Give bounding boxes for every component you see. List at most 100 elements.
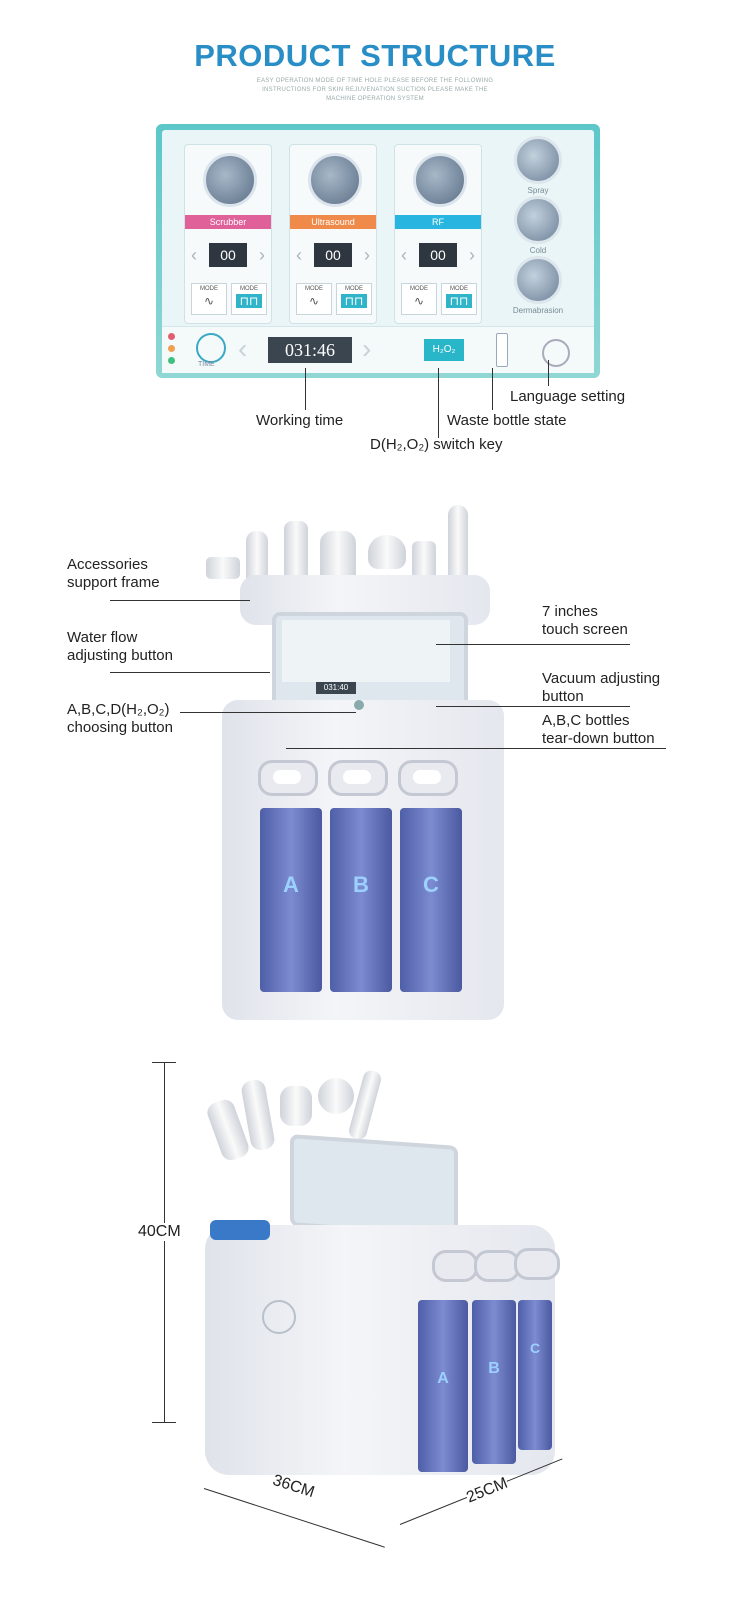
waste-bottle-callout: Waste bottle state [447,412,567,429]
brand-logo-icon [262,1300,296,1334]
spray-item[interactable]: Spray [510,136,566,195]
timer-icon [196,333,226,363]
vacuum-leader-line [436,706,630,707]
mode-button-wave[interactable]: MODE ∿ [191,283,227,315]
time-increase-arrow-icon[interactable]: › [362,333,372,364]
water-flow-callout-line1: Water flow [67,629,138,646]
status-dot-red [168,333,175,340]
decrease-arrow-icon[interactable]: ‹ [401,245,407,265]
bottle-a-label: A [283,872,299,897]
scrubber-label: Scrubber [185,215,271,229]
vacuum-callout-line2: button [542,688,584,705]
water-flow-callout-line2: adjusting button [67,647,173,664]
decrease-arrow-icon[interactable]: ‹ [296,245,302,265]
bottle-a-side-label: A [437,1370,449,1387]
working-time-callout: Working time [256,412,344,429]
side-handle [210,1220,270,1240]
control-screen-display: Scrubber ‹ 00 › MODE ∿ MODE ⊓⊓ Ultrasound … [162,130,594,373]
bottle-b-side[interactable]: B [472,1300,516,1464]
increase-arrow-icon[interactable]: › [469,245,475,265]
teardown-callout-line1: A,B,C bottles [542,712,630,729]
vacuum-callout-line1: Vacuum adjusting [542,670,661,687]
touch-screen[interactable]: 031:40 [272,612,468,710]
teardown-button-c-side[interactable] [514,1248,560,1280]
bottle-a-side[interactable]: A [418,1300,468,1472]
dermabrasion-label: Dermabrasion [512,306,564,315]
screen-bottom-bar: TIME ‹ 031:46 › H₂O₂ [162,326,594,373]
pulse-icon: ⊓⊓ [446,294,472,308]
switch-key-leader-line [438,368,439,438]
bottle-b-label: B [353,872,369,897]
water-flow-leader-line [110,672,270,673]
choosing-callout-line2: choosing button [67,719,173,736]
teardown-button-b-side[interactable] [474,1250,520,1282]
spray-probe-icon [514,136,562,184]
pulse-icon: ⊓⊓ [236,294,262,308]
mode-label: MODE [200,286,218,292]
touch-screen-leader-line [436,644,630,645]
wave-icon: ∿ [413,294,425,308]
accessories-frame-side [204,1068,386,1190]
status-dot-orange [168,345,175,352]
ultrasound-card[interactable]: Ultrasound ‹ 00 › MODE∿ MODE⊓⊓ [289,144,377,324]
mode-button-pulse[interactable]: MODE⊓⊓ [336,283,372,315]
working-time-leader-line [305,368,306,410]
teardown-callout-line2: tear-down button [542,730,655,747]
rf-value: 00 [419,243,457,267]
time-display: 031:46 [268,337,352,363]
mini-time-display: 031:40 [316,682,356,694]
probe-accessory [206,557,240,579]
ultrasound-probe-icon [308,153,362,207]
mode-button-wave[interactable]: MODE∿ [401,283,437,315]
teardown-button-b[interactable] [328,760,388,796]
wave-icon: ∿ [203,294,215,308]
dermabrasion-probe-icon [514,256,562,304]
language-callout: Language setting [510,388,626,405]
bottle-a[interactable]: A [260,808,322,992]
switch-key-callout: D(H₂,O₂) switch key [370,436,503,453]
status-dot-green [168,357,175,364]
height-dimension-label: 40CM [138,1223,181,1241]
choosing-knob[interactable] [354,700,364,710]
cold-probe-icon [514,196,562,244]
height-dimension-tick [152,1062,176,1063]
ultrasound-value: 00 [314,243,352,267]
increase-arrow-icon[interactable]: › [364,245,370,265]
probe-accessory [368,535,406,569]
bottle-b[interactable]: B [330,808,392,992]
rf-label: RF [395,215,481,229]
choosing-leader-line [180,712,356,713]
rf-card[interactable]: RF ‹ 00 › MODE∿ MODE ⊓⊓ [394,144,482,324]
probe-accessory [246,531,268,587]
bottle-c[interactable]: C [400,808,462,992]
teardown-button-c[interactable] [398,760,458,796]
mode-button-pulse[interactable]: MODE ⊓⊓ [231,283,267,315]
scrubber-card[interactable]: Scrubber ‹ 00 › MODE∿ MODE⊓⊓ [184,144,272,324]
time-decrease-arrow-icon[interactable]: ‹ [238,333,248,364]
teardown-button-a[interactable] [258,760,318,796]
language-leader-line [548,360,549,386]
pulse-icon: ⊓⊓ [341,294,367,308]
cold-item[interactable]: Cold [510,196,566,255]
mode-button-pulse[interactable]: MODE ⊓⊓ [441,283,477,315]
decrease-arrow-icon[interactable]: ‹ [191,245,197,265]
touch-screen-callout-line1: 7 inches [542,603,598,620]
mode-label: MODE [240,286,258,292]
bottle-c-side[interactable]: C [518,1300,552,1450]
teardown-button-a-side[interactable] [432,1250,478,1282]
rf-probe-icon [413,153,467,207]
touch-screen-side[interactable] [290,1134,458,1238]
h2o2-switch-key[interactable]: H₂O₂ [424,339,464,361]
bottle-b-side-label: B [488,1360,500,1377]
accessories-callout-line1: Accessories [67,556,148,573]
wave-icon: ∿ [308,294,320,308]
language-setting-icon[interactable] [542,339,570,367]
dermabrasion-item[interactable]: Dermabrasion [510,256,566,315]
depth-dimension-label: 25CM [464,1474,511,1508]
mode-label: MODE [450,286,468,292]
waste-bottle-icon [496,333,508,367]
cold-label: Cold [529,246,547,255]
mode-button-wave[interactable]: MODE∿ [296,283,332,315]
increase-arrow-icon[interactable]: › [259,245,265,265]
choosing-callout-line1: A,B,C,D(H₂,O₂) [67,701,170,718]
